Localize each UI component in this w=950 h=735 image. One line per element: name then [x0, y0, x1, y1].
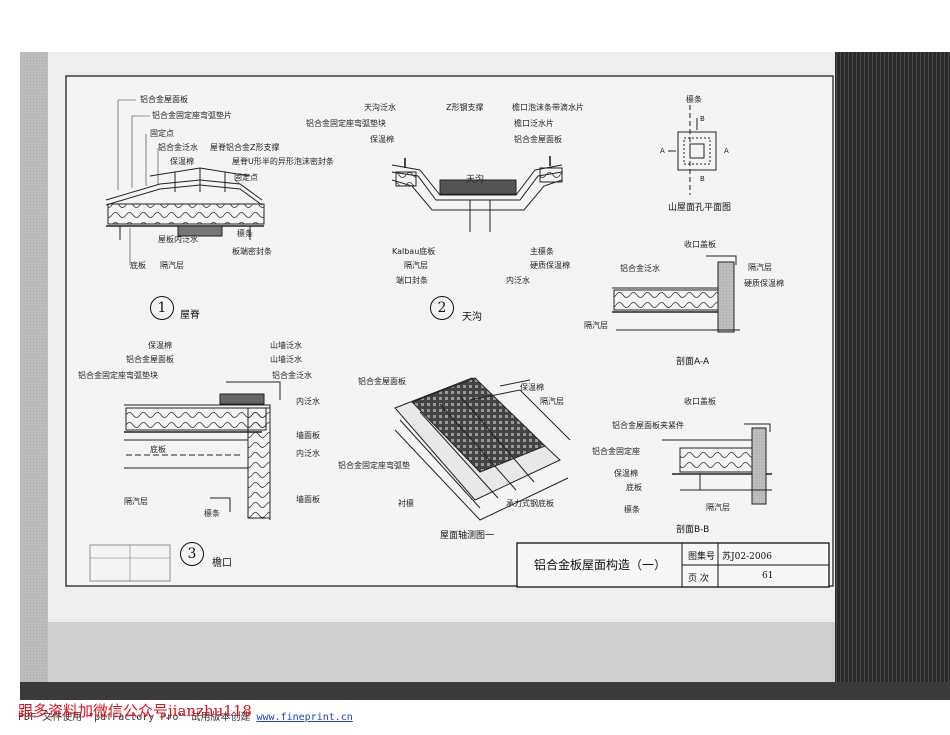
d2-label: 硬质保温棉: [530, 261, 570, 270]
d2-label: 隔汽层: [404, 261, 428, 270]
d3-label: 山墙泛水: [270, 355, 302, 364]
d3-label: 隔汽层: [124, 497, 148, 506]
d1-label: 屋脊铝合金Z形支撑: [210, 143, 280, 152]
plan-label: A: [724, 147, 729, 155]
d2-label: 铝合金屋面板: [514, 135, 562, 144]
sectionB-label: 檩条: [624, 505, 640, 514]
d1-label: 屋板内泛水: [158, 235, 198, 244]
d2-gutter-label: 天沟: [466, 175, 485, 185]
sectionB-label: 保温棉: [614, 469, 638, 478]
iso-label: 铝合金固定座弯弧垫: [338, 461, 410, 470]
d3-label: 保温棉: [148, 341, 172, 350]
plan-label: B: [700, 115, 705, 123]
d2-label: Kalbau底板: [392, 247, 436, 256]
detail-number-2: 2: [430, 296, 454, 320]
d3-label: 山墙泛水: [270, 341, 302, 350]
d1-label: 固定点: [234, 173, 258, 182]
d3-label: 铝合金固定座弯弧垫块: [78, 371, 158, 380]
iso-label: 承力式钢底板: [506, 499, 554, 508]
watermark-text: 跟多资料加微信公众号jianzhu118: [18, 702, 252, 720]
d2-label: 保温棉: [370, 135, 394, 144]
detail-caption-eave: 檐口: [212, 558, 232, 569]
d3-label: 内泛水: [296, 449, 320, 458]
page-number-label: 页 次: [688, 574, 709, 584]
plan-label: 檩条: [686, 95, 702, 104]
plan-label: B: [700, 175, 705, 183]
sectionA-caption: 剖面A-A: [676, 357, 710, 367]
sectionB-label: 收口盖板: [684, 397, 716, 406]
d1-label: 屋脊U形半的异形泡沫密封条: [232, 157, 334, 166]
iso-label: 衬檩: [398, 499, 414, 508]
d3-label: 铝合金泛水: [272, 371, 312, 380]
d2-label: 铝合金固定座弯弧垫块: [306, 119, 386, 128]
d2-label: 檐口泛水片: [514, 119, 554, 128]
d2-label: 天沟泛水: [364, 103, 396, 112]
iso-label: 铝合金屋面板: [358, 377, 406, 386]
d1-label: 保温棉: [170, 157, 194, 166]
d2-label: 檐口泡沫条带滴水片: [512, 103, 584, 112]
d1-label: 铝合金固定座弯弧垫片: [152, 111, 232, 120]
d1-label: 底板: [130, 261, 146, 270]
sectionA-label: 铝合金泛水: [620, 264, 660, 273]
d3-label: 内泛水: [296, 397, 320, 406]
sectionB-label: 铝合金屋面板夹紧件: [612, 421, 684, 430]
detail-number-1: 1: [150, 296, 174, 320]
iso-label: 保温棉: [520, 383, 544, 392]
d3-label: 墙面板: [296, 431, 320, 440]
plan-label: A: [660, 147, 665, 155]
atlas-number-label: 图集号: [688, 552, 716, 562]
d1-label: 板端密封条: [232, 247, 272, 256]
detail-caption-ridge: 屋脊: [180, 310, 200, 321]
sectionB-label: 底板: [626, 483, 642, 492]
d3-label: 底板: [150, 445, 166, 454]
d1-label: 隔汽层: [160, 261, 184, 270]
pdf-creator-text: PDF 文件使用 "pdfFactory Pro" 试用版本创建: [18, 712, 251, 723]
d1-label: 铝合金屋面板: [140, 95, 188, 104]
fineprint-link[interactable]: www.fineprint.cn: [256, 712, 353, 723]
d3-label: 铝合金屋面板: [126, 355, 174, 364]
sectionB-label: 隔汽层: [706, 503, 730, 512]
sectionB-caption: 剖面B-B: [676, 525, 710, 535]
atlas-number: 苏J02-2006: [722, 552, 773, 562]
d1-label: 固定点: [150, 129, 174, 138]
drawing-title: 铝合金板屋面构造（一）: [533, 558, 666, 572]
plan-caption: 山屋面孔平面图: [668, 203, 732, 213]
pdf-creator-note: PDF 文件使用 "pdfFactory Pro" 试用版本创建 www.fin…: [18, 708, 353, 723]
d3-label: 墙面板: [296, 495, 320, 504]
sectionA-label: 收口盖板: [684, 240, 716, 249]
sectionA-label: 隔汽层: [748, 263, 772, 272]
d3-label: 檩条: [204, 509, 220, 518]
iso-label: 隔汽层: [540, 397, 564, 406]
detail-number-3: 3: [180, 542, 204, 566]
sectionB-label: 铝合金固定座: [592, 447, 640, 456]
d1-label: 铝合金泛水: [158, 143, 198, 152]
page-number: 61: [762, 571, 774, 581]
iso-caption: 屋面轴测图一: [440, 531, 495, 541]
sectionA-label: 隔汽层: [584, 321, 608, 330]
sectionA-label: 硬质保温棉: [744, 279, 784, 288]
d2-label: 端口封条: [396, 276, 428, 285]
detail-caption-gutter: 天沟: [462, 312, 482, 323]
d2-label: 主檩条: [530, 247, 554, 256]
d2-label: 内泛水: [506, 276, 530, 285]
d1-label: 檩条: [237, 229, 253, 238]
d2-label: Z形钢支撑: [446, 103, 484, 112]
